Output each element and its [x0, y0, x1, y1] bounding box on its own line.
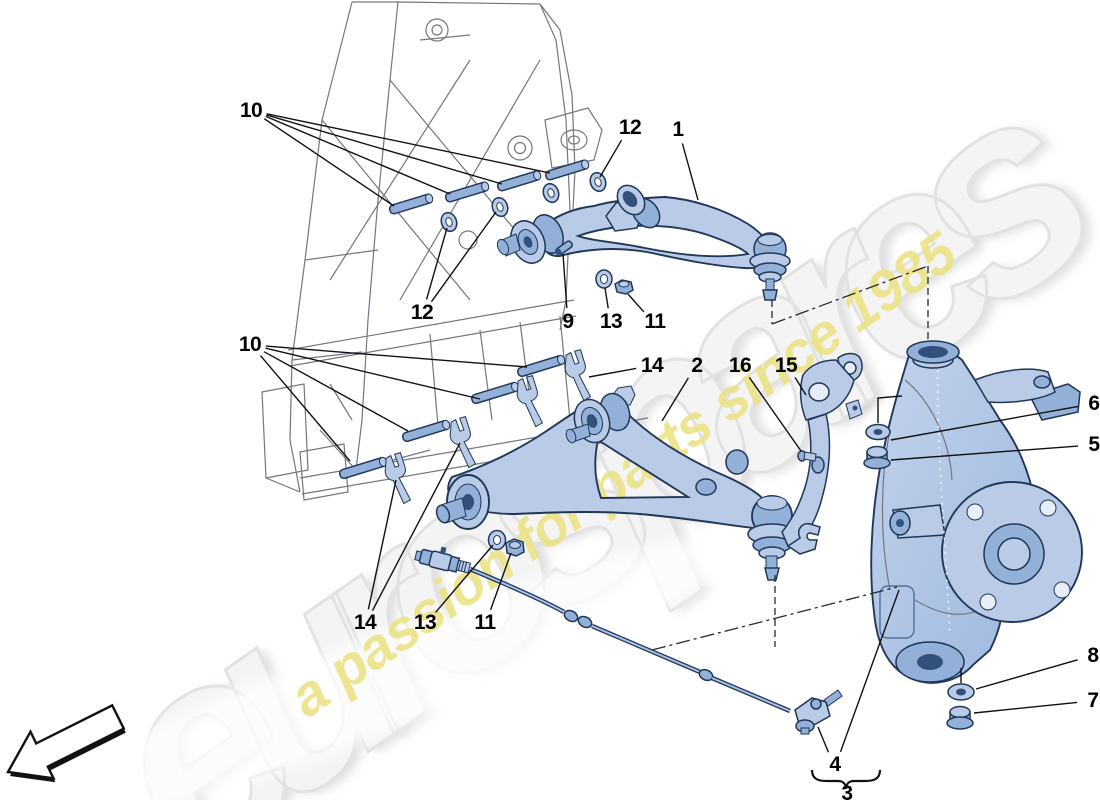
leader-line-14: [371, 442, 461, 611]
upper-arm-hardware: [554, 240, 634, 295]
leader-line-15: [794, 377, 807, 396]
leader-line-2: [661, 377, 690, 422]
leader-line-10: [265, 347, 481, 400]
part-callout-13: 13: [599, 310, 623, 333]
leader-line-16: [748, 376, 802, 452]
steering-knuckle: [869, 340, 1083, 684]
leader-line-11: [627, 293, 645, 313]
part-callout-13: 13: [413, 611, 437, 634]
abs-sensor-cable: [414, 546, 843, 735]
part-callout-2: 2: [691, 354, 703, 377]
knuckle-hardware: [863, 395, 975, 730]
part-callout-7: 7: [1087, 689, 1099, 712]
leader-line-10: [265, 345, 528, 368]
group-brace: [810, 769, 882, 790]
part-callout-6: 6: [1088, 392, 1100, 415]
leader-line-8: [975, 659, 1078, 690]
stud-washers: [440, 171, 607, 233]
part-callout-4: 4: [829, 753, 841, 776]
mounting-studs: [338, 159, 590, 480]
leader-line-10: [263, 118, 395, 207]
part-callout-12: 12: [618, 116, 642, 139]
part-callout-1: 1: [672, 118, 684, 141]
leader-line-5: [890, 445, 1079, 461]
part-callout-5: 5: [1088, 433, 1100, 456]
part-callout-15: 15: [774, 354, 798, 377]
lower-wishbone: [435, 385, 797, 581]
part-callout-9: 9: [562, 310, 574, 333]
leader-line-1: [681, 143, 699, 201]
leader-line-10: [263, 351, 409, 432]
leader-line-12: [425, 227, 448, 300]
leader-line-12: [599, 139, 623, 178]
leader-line-11: [489, 552, 512, 611]
leader-line-10: [265, 115, 451, 195]
part-callout-8: 8: [1087, 644, 1099, 667]
assembly-axis-lines: [651, 265, 929, 651]
leader-line-9: [562, 253, 568, 309]
part-callout-3: 3: [841, 782, 853, 800]
leader-line-4: [817, 726, 830, 753]
part-callout-10: 10: [239, 99, 263, 122]
part-callout-11: 11: [644, 310, 666, 333]
leader-line-13: [434, 544, 494, 613]
direction-arrow: [6, 703, 126, 783]
retaining-clips: [384, 348, 592, 505]
part-callout-12: 12: [410, 301, 434, 324]
leader-line-6: [890, 405, 1079, 441]
leader-line-14: [588, 367, 637, 378]
leader-line-4: [839, 589, 900, 753]
lower-arm-hardware: [487, 529, 525, 557]
part-callout-16: 16: [728, 354, 752, 377]
leader-line-13: [604, 287, 609, 309]
part-callout-14: 14: [640, 354, 664, 377]
part-callout-14: 14: [353, 611, 377, 634]
leader-line-12: [430, 211, 497, 303]
mounting-bracket: [781, 352, 863, 555]
leader-line-10: [259, 355, 351, 462]
part-callout-10: 10: [238, 333, 262, 356]
leader-line-7: [973, 701, 1078, 714]
part-callout-11: 11: [474, 611, 496, 634]
leader-line-10: [266, 114, 503, 185]
leader-line-14: [367, 479, 397, 610]
leader-line-10: [266, 113, 551, 174]
